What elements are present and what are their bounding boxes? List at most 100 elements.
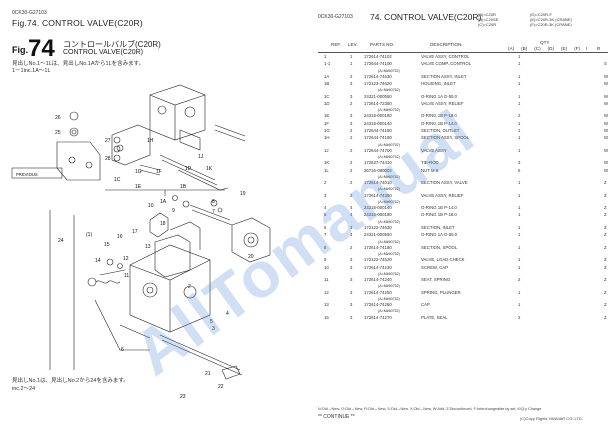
description-cell: CAP xyxy=(421,302,430,307)
header-divider xyxy=(318,52,608,53)
callout-21: 21 xyxy=(205,371,211,377)
qty-col-b: (B) xyxy=(521,46,528,51)
callout-1G: 1G xyxy=(135,169,142,175)
callout-1H: 1H xyxy=(147,138,154,144)
ref-cell: 3 xyxy=(324,192,327,198)
model-f: (F)=C20R-3K (CRANE) xyxy=(530,22,572,27)
ref-cell: 1-1 xyxy=(324,61,331,67)
qty-col-d: (D) xyxy=(547,46,554,51)
ref-cell: 1B xyxy=(324,81,330,87)
callout-1K: 1K xyxy=(206,166,213,172)
r-cell: Z xyxy=(604,224,607,230)
col-i: I xyxy=(586,46,588,51)
callout-13: 13 xyxy=(145,244,151,250)
ref-cell: 15 xyxy=(324,314,329,320)
part-number-cell: 172614-74630 xyxy=(364,73,392,79)
lev-cell: 1 xyxy=(350,61,353,67)
lev-cell: 3 xyxy=(350,81,353,87)
qty-cell: 1 xyxy=(518,257,521,263)
r-cell: Z xyxy=(604,232,607,238)
lev-cell: 1 xyxy=(350,54,353,59)
r-cell: W xyxy=(604,160,609,166)
callout-1B: 1B xyxy=(180,184,187,190)
description-cell: VALVE ASSY xyxy=(421,147,447,153)
model-e: (E)=C20R-3K (CRANE) xyxy=(530,17,572,22)
part-number-cell: 172644-74150 xyxy=(364,128,392,133)
part-number-cell: 24315-000180 xyxy=(364,212,392,218)
lev-cell: 3 xyxy=(350,264,353,270)
ref-cell: 2 xyxy=(324,180,327,186)
r-cell: W xyxy=(604,135,609,141)
serial-note: (A=M#60752) xyxy=(378,219,400,224)
description-cell: O-RING 1A G-55.0 xyxy=(421,232,458,238)
model-b: (B)=C20SE xyxy=(478,17,499,22)
qty-col-f: (F) xyxy=(574,46,580,51)
serial-note: (A=M#60752) xyxy=(378,284,400,289)
lev-cell: 2 xyxy=(350,192,353,198)
r-cell: Z xyxy=(604,180,607,186)
callout-12: 12 xyxy=(123,256,129,262)
r-cell: W xyxy=(604,73,609,79)
qty-cell: 1 xyxy=(518,120,521,126)
serial-note: (A=M#60752) xyxy=(378,252,400,256)
qty-cell: 2 xyxy=(518,314,521,320)
part-number-cell: 172614-74350 xyxy=(364,192,392,198)
right-page-title: 74. CONTROL VALVE(C20R) xyxy=(370,12,482,22)
callout-24: 24 xyxy=(58,238,64,244)
callout-3: 3 xyxy=(212,326,215,332)
ref-cell: 1 xyxy=(324,54,327,59)
part-number-cell: 24315-000180 xyxy=(364,113,392,119)
serial-note: (A=M#60752) xyxy=(378,239,400,244)
qty-cell: 1 xyxy=(518,73,521,79)
ref-cell: 1D xyxy=(324,100,330,106)
lev-cell: 2 xyxy=(350,73,353,79)
qty-cell: 1 xyxy=(518,93,521,99)
lev-cell: 2 xyxy=(350,100,353,106)
model-c: (C)=C20R xyxy=(478,22,497,27)
note-top-inc: 1－1inc.1A～1L xyxy=(12,68,51,74)
description-cell: O-RING 1B P-18.0 xyxy=(421,113,457,119)
description-cell: SECTION, OUTLET xyxy=(421,128,460,133)
r-cell: Z xyxy=(604,302,607,307)
serial-note: (A=M#60752) xyxy=(378,296,400,301)
part-number-cell: 172614-74010 xyxy=(364,180,392,186)
serial-note: (A=M#60752) xyxy=(378,199,400,204)
r-cell: W xyxy=(604,100,609,106)
part-number-cell: 172644-74700 xyxy=(364,147,392,153)
part-number-cell: 172614-74240 xyxy=(364,277,392,282)
row-note: (A=M#60752) xyxy=(318,284,608,289)
col-qty: QTY xyxy=(540,40,550,45)
callout-1A: 1A xyxy=(160,199,167,205)
part-number-cell: 24321-000550 xyxy=(364,232,392,238)
description-cell: VALVE ASSY, CONTROL xyxy=(421,54,470,59)
part-number-cell: 24321-000550 xyxy=(364,93,392,99)
part-number-cell: 172614-72350 xyxy=(364,100,392,106)
ref-cell: 1G xyxy=(324,128,330,133)
row-note: (A=M#60752) xyxy=(318,252,608,257)
description-cell: SECTION ASSY, SPOOL xyxy=(421,135,470,141)
callout-19: 19 xyxy=(240,191,246,197)
ref-cell: 5 xyxy=(324,212,327,218)
models-left: (A)=C20R (B)=C20SE (C)=C20R xyxy=(478,12,498,27)
part-number-cell: 172123-74620 xyxy=(364,81,392,87)
qty-col-e: (E) xyxy=(560,46,568,51)
description-cell: VALVE ASSY, RELIEF xyxy=(421,192,464,198)
description-cell: SECTION, SPOOL xyxy=(421,244,458,250)
qty-cell: 1 xyxy=(518,244,521,250)
ref-cell: 1C xyxy=(324,93,330,99)
r-cell: W xyxy=(604,167,609,173)
serial-note: (A=M#60752) xyxy=(378,155,400,160)
qty-cell: 1 xyxy=(518,192,521,198)
lev-cell: 4 xyxy=(350,232,353,238)
r-cell: Z xyxy=(604,314,607,320)
serial-note: (A=M#60752) xyxy=(378,174,400,179)
